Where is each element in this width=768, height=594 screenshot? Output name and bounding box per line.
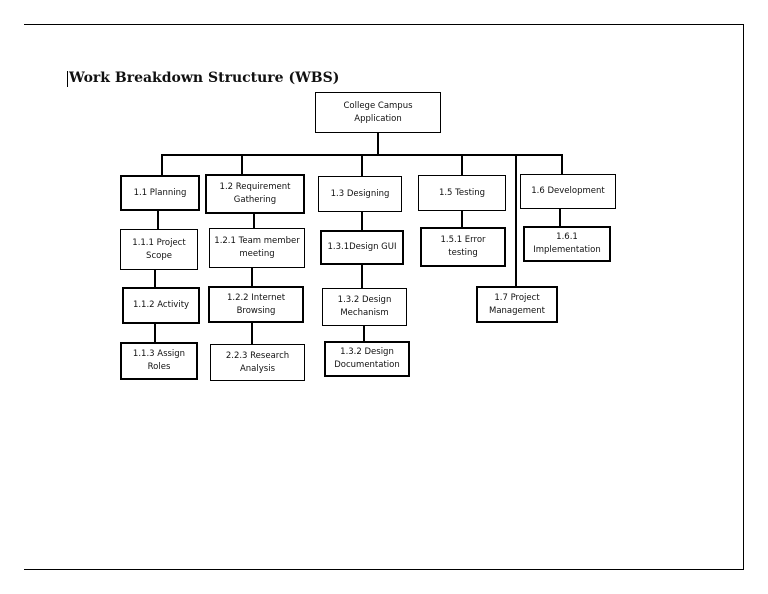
wbs-node-1-5-1: 1.5.1 Error testing bbox=[420, 227, 506, 267]
wbs-node-2-2-3: 2.2.3 Research Analysis bbox=[210, 344, 305, 381]
wbs-node-1-3: 1.3 Designing bbox=[318, 176, 402, 212]
wbs-node-1-6-1: 1.6.1 Implementation bbox=[523, 226, 611, 262]
wbs-node-1-2: 1.2 Requirement Gathering bbox=[205, 174, 305, 214]
wbs-node-1-1: 1.1 Planning bbox=[120, 175, 200, 211]
wbs-node-1-1-1: 1.1.1 Project Scope bbox=[120, 229, 198, 270]
page-border bbox=[24, 24, 744, 570]
text-cursor bbox=[67, 71, 68, 87]
wbs-node-1-6: 1.6 Development bbox=[520, 174, 616, 209]
wbs-node-1-2-1: 1.2.1 Team member meeting bbox=[209, 228, 305, 268]
wbs-node-1-3-2-documentation: 1.3.2 Design Documentation bbox=[324, 341, 410, 377]
wbs-node-1-3-1: 1.3.1Design GUI bbox=[320, 230, 404, 265]
wbs-node-1-5: 1.5 Testing bbox=[418, 175, 506, 211]
wbs-node-1-1-2: 1.1.2 Activity bbox=[122, 287, 200, 324]
wbs-node-1-1-3: 1.1.3 Assign Roles bbox=[120, 342, 198, 380]
diagram-title: Work Breakdown Structure (WBS) bbox=[69, 70, 340, 86]
wbs-node-1-3-2-mechanism: 1.3.2 Design Mechanism bbox=[322, 288, 407, 326]
wbs-node-1-2-2: 1.2.2 Internet Browsing bbox=[208, 286, 304, 323]
wbs-node-1-7: 1.7 Project Management bbox=[476, 286, 558, 323]
wbs-node-root: College Campus Application bbox=[315, 92, 441, 133]
